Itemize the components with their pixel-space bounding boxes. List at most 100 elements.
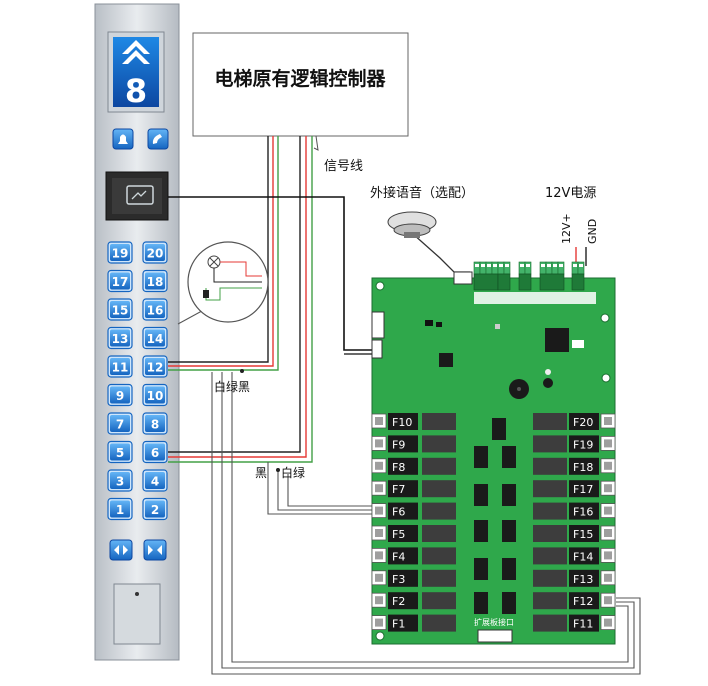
channel-row: F16 (533, 502, 616, 520)
floor-button[interactable]: 9 (107, 383, 133, 407)
floor-button[interactable]: 7 (107, 412, 133, 435)
channel-row: F19 (533, 435, 616, 453)
channel-label: F13 (573, 573, 593, 586)
terminal-connector (485, 261, 493, 275)
ic-chip (502, 520, 516, 542)
floor-button[interactable]: 15 (107, 298, 133, 321)
floor-button-label: 11 (112, 361, 129, 375)
channel-row: F9 (371, 435, 456, 453)
ic-chip (474, 446, 488, 468)
floor-button[interactable]: 6 (142, 440, 168, 464)
bell-icon (118, 134, 128, 144)
channel-label: F7 (392, 483, 405, 496)
white-green-label: 白绿 (281, 465, 305, 480)
channel-row: F5 (371, 525, 456, 542)
channel-label: F16 (573, 506, 593, 519)
v12-plus-label: 12V+ (560, 213, 573, 244)
floor-button-label: 17 (112, 275, 129, 289)
channel-label: F6 (392, 506, 405, 519)
door-open-button[interactable] (109, 539, 133, 561)
key-switch-box (113, 583, 161, 645)
floor-button[interactable]: 19 (107, 241, 133, 264)
terminal-connector (518, 261, 526, 275)
floor-button-label: 9 (116, 389, 124, 403)
channel-label: F10 (392, 416, 412, 429)
terminal-connector (473, 261, 481, 275)
floor-button[interactable]: 14 (142, 326, 168, 350)
button-wiring-detail (177, 241, 269, 325)
channel-row: F4 (371, 547, 456, 565)
terminal-connector (503, 261, 511, 275)
floor-button[interactable]: 11 (107, 355, 133, 378)
floor-button-label: 1 (116, 503, 124, 517)
alarm-bell-button[interactable] (112, 128, 134, 150)
ic-chip (502, 592, 516, 614)
channel-row: F20 (533, 413, 616, 430)
terminal-connector (479, 261, 487, 275)
channel-label: F4 (392, 550, 405, 563)
floor-button-label: 14 (147, 332, 164, 346)
door-close-button[interactable] (143, 539, 167, 561)
channel-row: F1 (371, 614, 456, 632)
floor-button[interactable]: 2 (142, 497, 168, 521)
ic-chip (502, 446, 516, 468)
floor-button-label: 12 (147, 361, 164, 375)
channel-row: F15 (533, 525, 616, 542)
channel-label: F9 (392, 438, 405, 451)
floor-button-label: 4 (151, 475, 159, 489)
channel-row: F11 (533, 614, 616, 632)
floor-button[interactable]: 8 (142, 412, 168, 435)
phone-icon (152, 134, 162, 144)
terminal-connector (557, 261, 565, 275)
channel-label: F1 (392, 618, 405, 631)
floor-button[interactable]: 16 (142, 298, 168, 321)
floor-button[interactable]: 20 (142, 241, 168, 264)
up-arrow-icon (122, 40, 150, 64)
channel-row: F3 (371, 569, 456, 587)
floor-button[interactable]: 3 (107, 469, 133, 492)
keyhole-icon (135, 592, 139, 596)
card-icon (126, 185, 154, 205)
channel-label: F5 (392, 528, 405, 541)
channel-row: F13 (533, 569, 616, 587)
floor-button-label: 19 (112, 247, 129, 261)
terminal-connector (539, 261, 547, 275)
switch-icon (203, 290, 209, 298)
floor-button[interactable]: 12 (142, 355, 168, 378)
ic-chip (502, 558, 516, 580)
floor-button[interactable]: 17 (107, 269, 133, 293)
top-terminal-block (473, 261, 596, 304)
controller-label: 电梯原有逻辑控制器 (214, 67, 386, 90)
channel-label: F2 (392, 595, 405, 608)
speaker-label: 外接语音（选配） (370, 185, 474, 201)
channel-label: F8 (392, 461, 405, 474)
speaker-icon (387, 211, 437, 238)
channel-label: F15 (573, 528, 593, 541)
floor-number: 8 (125, 72, 147, 110)
channel-label: F19 (573, 438, 593, 451)
black-wire-label: 黑 (255, 466, 267, 480)
door-open-icon (114, 545, 128, 555)
floor-button[interactable]: 4 (142, 469, 168, 492)
floor-button-label: 7 (116, 418, 124, 432)
channel-label: F14 (573, 550, 593, 563)
floor-button-label: 15 (112, 304, 129, 318)
floor-button[interactable]: 18 (142, 269, 168, 293)
floor-button[interactable]: 1 (107, 497, 133, 521)
channel-label: F12 (573, 595, 593, 608)
intercom-button[interactable] (147, 128, 169, 150)
ic-chip (492, 418, 506, 440)
floor-button-label: 10 (147, 389, 164, 403)
floor-button[interactable]: 5 (107, 440, 133, 464)
floor-button[interactable]: 13 (107, 326, 133, 350)
floor-button-label: 5 (116, 446, 124, 460)
power-label: 12V电源 (545, 186, 596, 201)
floor-button[interactable]: 10 (142, 383, 168, 407)
gnd-label: GND (586, 219, 599, 244)
